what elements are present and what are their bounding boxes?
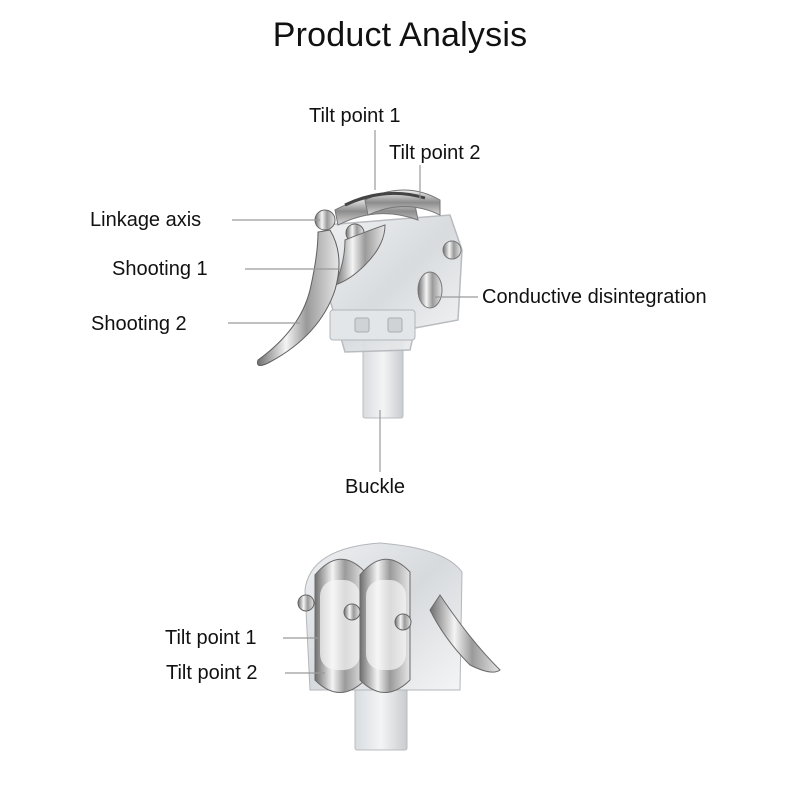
label-tilt-point-1: Tilt point 1 <box>309 105 401 127</box>
label-bottom-tilt-point-1: Tilt point 1 <box>165 627 257 649</box>
top-leader-lines <box>228 130 478 472</box>
shooting-2-lever <box>257 229 340 366</box>
bottom-buckle-strip <box>354 684 408 751</box>
page-title: Product Analysis <box>272 16 528 54</box>
shooting-1-lever <box>334 224 386 286</box>
label-conductive-disintegration: Conductive disintegration <box>482 286 707 308</box>
bottom-leader-lines <box>283 637 325 674</box>
bottom-trigger-illustration <box>297 542 501 751</box>
label-linkage-axis: Linkage axis <box>90 209 202 231</box>
top-trigger-illustration <box>257 189 463 419</box>
label-shooting-1: Shooting 1 <box>112 258 208 280</box>
label-shooting-2: Shooting 2 <box>91 313 187 335</box>
label-tilt-point-2: Tilt point 2 <box>389 142 481 164</box>
label-bottom-tilt-point-2: Tilt point 2 <box>166 662 258 684</box>
label-buckle: Buckle <box>345 476 406 498</box>
